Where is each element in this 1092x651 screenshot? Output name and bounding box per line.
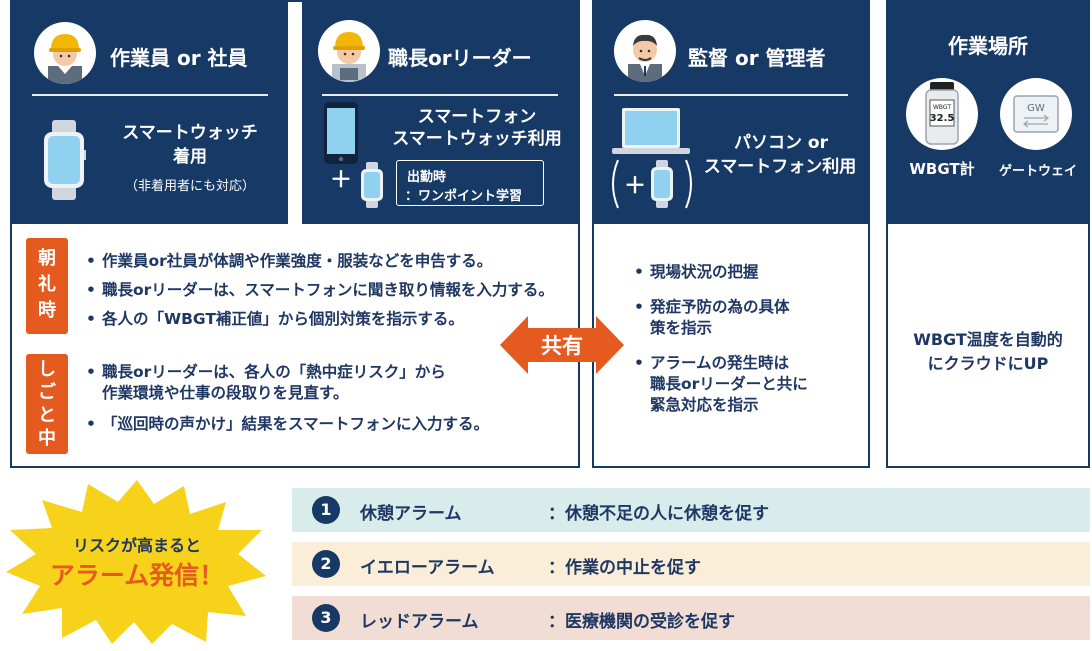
morning-tag-char: 礼 bbox=[38, 274, 56, 295]
smartphone-icon bbox=[324, 102, 358, 168]
leader-avatar bbox=[318, 20, 380, 82]
workers-title: 作業員 or 社員 bbox=[110, 46, 248, 70]
list-item: 職長orリーダーと共に bbox=[650, 375, 808, 393]
list-item: アラームの発生時は bbox=[632, 353, 862, 374]
list-item: 策を指示 bbox=[650, 319, 713, 337]
leaders-device-line2: スマートウォッチ利用 bbox=[392, 129, 562, 149]
worksite-body-line2: にクラウドにUP bbox=[927, 354, 1049, 373]
leader-helmet-icon bbox=[332, 32, 366, 82]
leaders-divider bbox=[322, 94, 558, 96]
supervisors-device-line2: スマートフォン利用 bbox=[703, 157, 857, 177]
morning-bullets: 作業員or社員が体調や作業強度・服装などを申告する。 職長orリーダーは、スマー… bbox=[84, 251, 574, 330]
alarm-description: ：休憩不足の人に休憩を促す bbox=[548, 504, 769, 524]
working-tag-char: し bbox=[38, 359, 56, 380]
leader-smartwatch-icon bbox=[360, 162, 384, 212]
alarm-name: 休憩アラーム bbox=[360, 504, 462, 524]
supervisors-title: 監督 or 管理者 bbox=[688, 46, 826, 70]
working-tag-char: 中 bbox=[38, 428, 56, 449]
wbgt-sensor-icon: WBGT 32.5 bbox=[906, 78, 978, 150]
laptop-icon bbox=[612, 106, 690, 162]
supervisor-person-icon bbox=[628, 34, 662, 82]
alarm-name: イエローアラーム bbox=[360, 558, 495, 578]
onepoint-box-line1: 出勤時 bbox=[407, 170, 447, 185]
workers-header: 作業員 or 社員 スマートウォッチ 着用 （非着用者にも対応） bbox=[12, 2, 288, 224]
alarm-description: ：医療機関の受診を促す bbox=[548, 612, 735, 632]
alarm-name: レッドアラーム bbox=[360, 612, 479, 632]
morning-tag: 朝 礼 時 bbox=[26, 238, 68, 334]
leaders-header: 職長orリーダー ＋ スマートフォン スマートウォッチ利用 出勤時 ：ワンポイン… bbox=[302, 2, 578, 224]
alarm-row-yellow: 2 イエローアラーム ：作業の中止を促す bbox=[292, 542, 1090, 586]
gateway-label: ゲートウェイ bbox=[998, 164, 1077, 179]
onepoint-box-line2: ：ワンポイント学習 bbox=[405, 189, 523, 204]
list-item: 作業員or社員が体調や作業強度・服装などを申告する。 bbox=[84, 251, 574, 272]
morning-tag-char: 時 bbox=[38, 300, 56, 321]
share-label: 共有 bbox=[541, 334, 583, 358]
list-item: 発症予防の為の具体 bbox=[632, 297, 862, 318]
burst-line2: アラーム発信！ bbox=[49, 561, 225, 590]
workers-divider bbox=[32, 94, 268, 96]
gateway-screen-text: GW bbox=[1027, 103, 1045, 114]
supervisors-device-line1: パソコン or bbox=[734, 133, 828, 153]
onepoint-learning-box: 出勤時 ：ワンポイント学習 bbox=[396, 160, 544, 206]
supervisors-divider bbox=[614, 94, 848, 96]
worker-avatar bbox=[34, 22, 96, 84]
wbgt-sensor-screen-top: WBGT bbox=[933, 104, 951, 111]
list-item: 作業環境や仕事の段取りを見直す。 bbox=[102, 384, 349, 402]
wbgt-sensor-label: WBGT計 bbox=[909, 160, 975, 178]
workers-device-line2: 着用 bbox=[173, 147, 207, 167]
alarm-number-badge: 2 bbox=[312, 550, 340, 578]
list-item: 現場状況の把握 bbox=[632, 262, 862, 283]
supervisor-bullets: 現場状況の把握 発症予防の為の具体 策を指示 アラームの発生時は 職長orリーダ… bbox=[632, 262, 862, 416]
workers-device-note: （非着用者にも対応） bbox=[124, 179, 255, 194]
list-item: 職長orリーダーは、各人の「熱中症リスク」から bbox=[84, 362, 574, 383]
list-item: 緊急対応を指示 bbox=[650, 396, 759, 414]
alarm-number-badge: 3 bbox=[312, 604, 340, 632]
supervisor-avatar bbox=[614, 20, 676, 82]
alarm-number-badge: 1 bbox=[312, 496, 340, 524]
list-item: 各人の「WBGT補正値」から個別対策を指示する。 bbox=[84, 309, 574, 330]
working-tag: し ご と 中 bbox=[26, 354, 68, 454]
morning-tag-char: 朝 bbox=[38, 248, 56, 269]
leader-plus-icon: ＋ bbox=[330, 168, 353, 193]
worksite-body-line1: WBGT温度を自動的 bbox=[913, 330, 1063, 349]
list-item: 職長orリーダーは、スマートフォンに聞き取り情報を入力する。 bbox=[84, 280, 574, 301]
leaders-device-line1: スマートフォン bbox=[417, 107, 537, 127]
alarm-burst bbox=[6, 478, 268, 650]
supervisors-header: 監督 or 管理者 ＋ パソコン or スマートフォン利用 bbox=[594, 2, 868, 224]
working-bullets: 職長orリーダーは、各人の「熱中症リスク」から 作業環境や仕事の段取りを見直す。… bbox=[84, 362, 574, 435]
burst-line1: リスクが高まると bbox=[72, 536, 201, 555]
worksite-header: 作業場所 WBGT 32.5 GW WBGT計 ゲートウェイ bbox=[888, 2, 1088, 224]
alarm-row-red: 3 レッドアラーム ：医療機関の受診を促す bbox=[292, 596, 1090, 640]
workers-device-line1: スマートウォッチ bbox=[122, 123, 258, 143]
smartwatch-icon bbox=[42, 120, 86, 204]
gateway-icon: GW bbox=[1000, 78, 1072, 150]
worker-helmet-icon bbox=[48, 34, 82, 84]
list-item: 「巡回時の声かけ」結果をスマートフォンに入力する。 bbox=[84, 414, 574, 435]
supervisor-plus-icon: ＋ bbox=[624, 174, 647, 199]
worksite-title: 作業場所 bbox=[948, 34, 1028, 58]
supervisor-watch-bracket bbox=[608, 156, 696, 216]
wbgt-sensor-screen-value: 32.5 bbox=[930, 113, 955, 124]
working-tag-char: と bbox=[38, 405, 56, 426]
share-arrow bbox=[500, 316, 624, 378]
leaders-title: 職長orリーダー bbox=[388, 46, 532, 70]
working-tag-char: ご bbox=[38, 382, 56, 403]
alarm-row-rest: 1 休憩アラーム ：休憩不足の人に休憩を促す bbox=[292, 488, 1090, 532]
alarm-description: ：作業の中止を促す bbox=[548, 558, 701, 578]
